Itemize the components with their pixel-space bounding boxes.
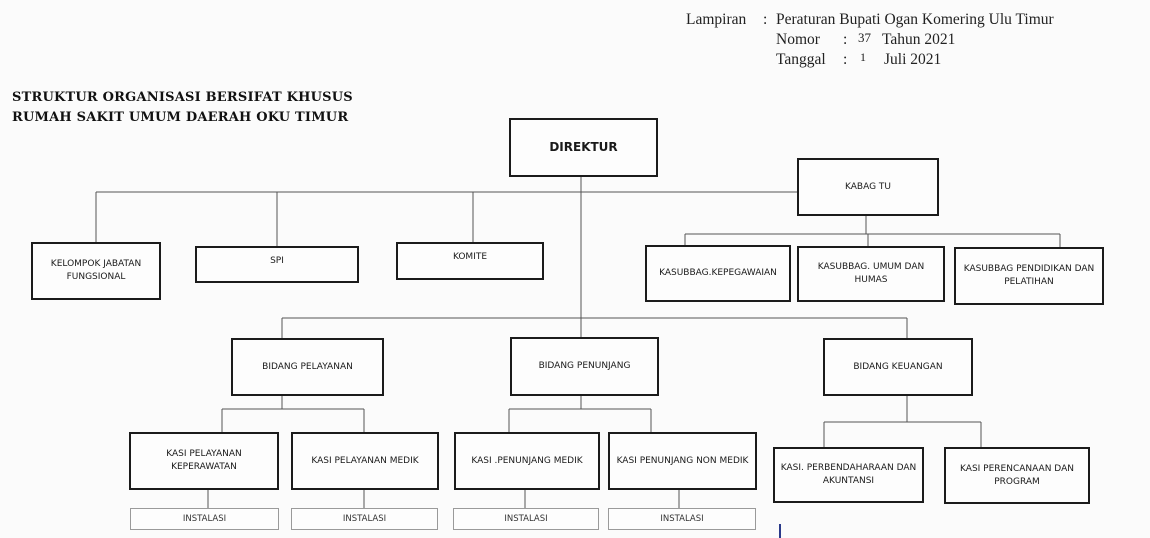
node-kasi-penunjang-medik: KASI .PENUNJANG MEDIK (454, 432, 600, 490)
nomor-separator: : (843, 31, 848, 48)
tanggal-value: Juli 2021 (884, 51, 942, 68)
lampiran-label: Lampiran (686, 11, 747, 28)
tanggal-number: 1 (860, 50, 866, 64)
pen-mark (779, 524, 781, 538)
node-kasubbag-umum-humas: KASUBBAG. UMUM DAN HUMAS (797, 246, 945, 302)
node-komite: KOMITE (396, 242, 544, 280)
node-kelompok-jabatan-fungsional: KELOMPOK JABATAN FUNGSIONAL (31, 242, 161, 300)
node-spi: SPI (195, 246, 359, 283)
nomor-label: Nomor (776, 31, 820, 48)
node-instalasi: INSTALASI (608, 508, 756, 530)
tanggal-separator: : (843, 51, 848, 68)
nomor-value: Tahun 2021 (882, 31, 956, 48)
node-kasubbag-pendidikan-pelatihan: KASUBBAG PENDIDIKAN DAN PELATIHAN (954, 247, 1104, 305)
chart-heading-line1: STRUKTUR ORGANISASI BERSIFAT KHUSUS (12, 90, 353, 105)
nomor-number: 37 (858, 30, 871, 45)
node-kabag-tu: KABAG TU (797, 158, 939, 216)
lampiran-separator: : (763, 11, 768, 28)
node-instalasi: INSTALASI (130, 508, 279, 530)
lampiran-value: Peraturan Bupati Ogan Komering Ulu Timur (776, 11, 1054, 28)
chart-heading-line2: RUMAH SAKIT UMUM DAERAH OKU TIMUR (12, 110, 349, 125)
node-kasi-pelayanan-medik: KASI PELAYANAN MEDIK (291, 432, 439, 490)
node-kasi-pelayanan-keperawatan: KASI PELAYANAN KEPERAWATAN (129, 432, 279, 490)
node-bidang-keuangan: BIDANG KEUANGAN (823, 338, 973, 396)
node-bidang-pelayanan: BIDANG PELAYANAN (231, 338, 384, 396)
node-kasi-perencanaan-program: KASI PERENCANAAN DAN PROGRAM (944, 447, 1090, 504)
node-direktur: DIREKTUR (509, 118, 658, 177)
node-kasi-penunjang-non-medik: KASI PENUNJANG NON MEDIK (608, 432, 757, 490)
node-kasi-perbendaharaan-akuntansi: KASI. PERBENDAHARAAN DAN AKUNTANSI (773, 447, 924, 503)
node-bidang-penunjang: BIDANG PENUNJANG (510, 337, 659, 396)
node-instalasi: INSTALASI (291, 508, 438, 530)
node-kasubbag-kepegawaian: KASUBBAG.KEPEGAWAIAN (645, 245, 791, 302)
tanggal-label: Tanggal (776, 51, 826, 68)
node-instalasi: INSTALASI (453, 508, 599, 530)
